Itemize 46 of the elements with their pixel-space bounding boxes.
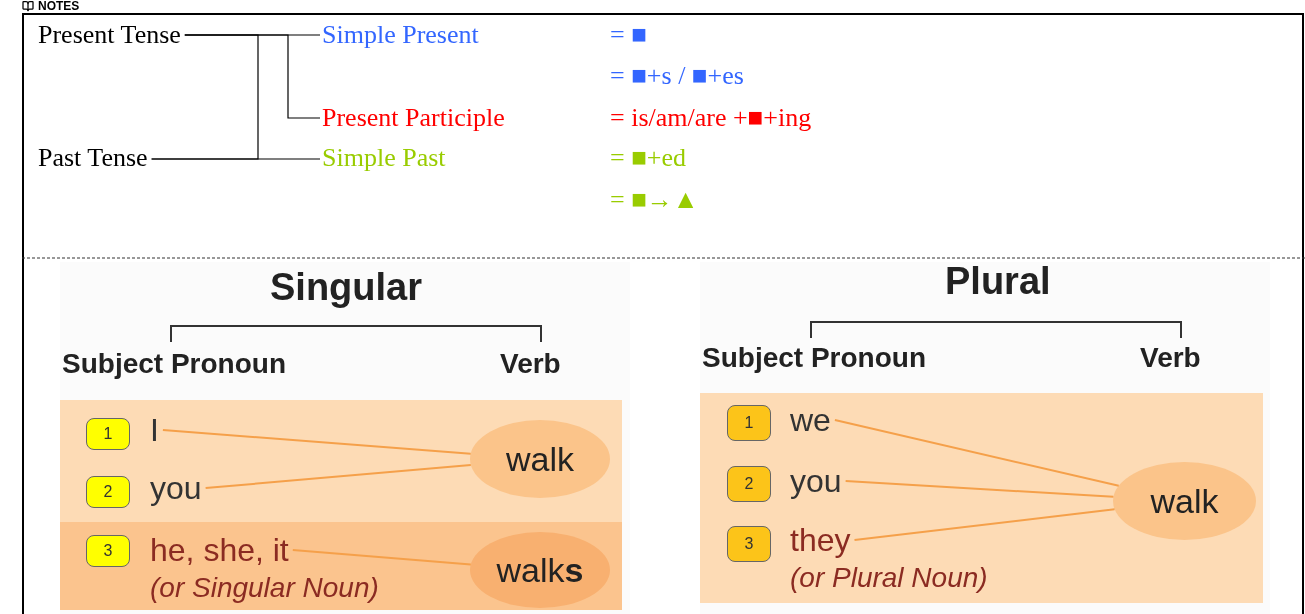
number-badge: 3 — [727, 526, 771, 562]
heading: NOTES — [38, 0, 80, 12]
connector-line — [833, 419, 1120, 487]
number-badge: 1 — [727, 405, 771, 441]
number-badge: 1 — [86, 418, 130, 450]
band-background — [60, 522, 622, 610]
pronoun-text: you — [790, 459, 844, 503]
panel-title: Plural — [945, 262, 1051, 300]
panel-title: Singular — [270, 268, 423, 306]
tree-line — [151, 158, 321, 160]
note-text: (or Plural Noun) — [790, 562, 988, 594]
tense-form-label: Simple Present — [322, 20, 522, 50]
connector-line — [853, 508, 1116, 541]
verb-ellipse: walk — [470, 420, 610, 498]
number-badge: 2 — [86, 476, 130, 508]
connector-line — [161, 429, 472, 455]
connector-line — [844, 480, 1115, 498]
connector-line — [204, 464, 472, 489]
pronoun-text: I — [150, 408, 164, 452]
formula-text: = ■→▲ — [610, 185, 699, 215]
column-heading: Verb — [500, 350, 561, 378]
formula-text: = ■+s / ■+es — [610, 61, 744, 91]
panel-background — [60, 262, 630, 614]
verb-ellipse: walks — [470, 532, 610, 608]
note-text: (or Singular Noun) — [150, 572, 379, 604]
tense-form-label: Simple Past — [322, 143, 482, 175]
tense-label: Past Tense — [38, 143, 158, 175]
tense-form-label: Present Participle — [322, 103, 552, 133]
pronoun-text: he, she, it — [150, 531, 289, 570]
connector-line — [291, 549, 472, 566]
pronoun-text: you — [150, 466, 204, 510]
band-background — [60, 400, 622, 522]
number-badge: 2 — [727, 466, 771, 502]
pronoun-text: we — [790, 398, 842, 442]
number-badge: 3 — [86, 535, 130, 567]
panel-background — [700, 262, 1270, 614]
formula-text: = is/am/are +■+ing — [610, 103, 812, 133]
column-heading: Subject Pronoun — [62, 350, 286, 378]
column-heading: Subject Pronoun — [702, 344, 926, 372]
column-heading: Verb — [1140, 344, 1201, 372]
band-background — [700, 393, 1263, 603]
formula-text: = ■+ed — [610, 143, 687, 173]
tense-label: Present Tense — [38, 20, 188, 50]
formula-text: = ■ — [610, 20, 647, 50]
verb-ellipse: walk — [1113, 462, 1256, 540]
pronoun-text: they — [790, 521, 851, 560]
